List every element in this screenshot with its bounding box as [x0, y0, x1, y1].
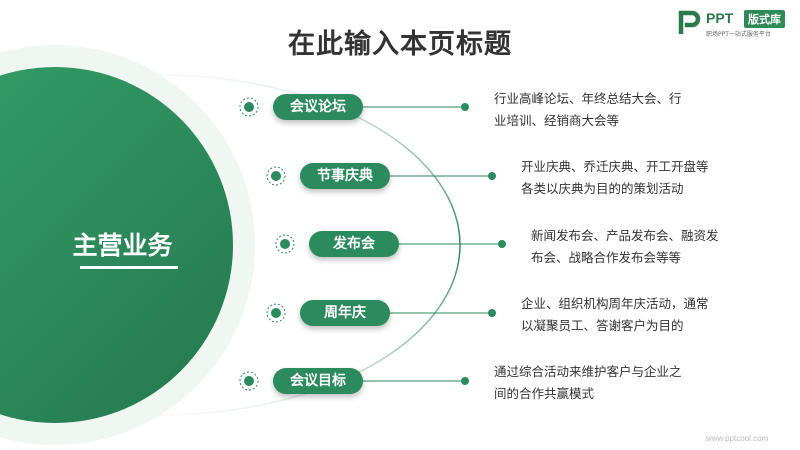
- connector-lines: [362, 103, 506, 385]
- desc-line: 业培训、经销商大会等: [494, 113, 620, 128]
- item-desc-celebration: 开业庆典、乔迁庆典、开工开盘等 各类以庆典为目的的策划活动: [521, 156, 736, 200]
- item-pill-celebration: 节事庆典: [300, 163, 390, 189]
- desc-line: 各类以庆典为目的的策划活动: [521, 181, 684, 196]
- desc-line: 行业高峰论坛、年终总结大会、行: [494, 91, 682, 106]
- watermark: www.pptcool.com: [706, 434, 769, 443]
- arc-node: [239, 371, 259, 391]
- logo-badge: 版式库: [744, 10, 785, 28]
- desc-line: 新闻发布会、产品发布会、融资发: [531, 228, 719, 243]
- item-pill-goal: 会议目标: [273, 368, 363, 394]
- logo-tagline: 职场PPT一站式服务平台: [706, 31, 771, 38]
- item-pill-anniversary: 周年庆: [300, 300, 390, 326]
- main-circle: [0, 67, 233, 423]
- desc-line: 间的合作共赢模式: [494, 386, 595, 401]
- brand-logo: PPT 版式库 职场PPT一站式服务平台: [678, 8, 796, 38]
- main-label-underline: [80, 266, 178, 269]
- item-desc-goal: 通过综合活动来维护客户与企业之 间的合作共赢模式: [494, 361, 709, 405]
- logo-brand-text: PPT: [706, 10, 734, 26]
- item-desc-anniversary: 企业、组织机构周年庆活动，通常 以凝聚员工、答谢客户为目的: [521, 293, 736, 337]
- arc-nodes: [239, 97, 295, 391]
- main-business-label: 主营业务: [72, 231, 173, 260]
- item-pill-launch: 发布会: [309, 231, 399, 257]
- arc-node: [266, 303, 286, 323]
- desc-line: 开业庆典、乔迁庆典、开工开盘等: [521, 159, 709, 174]
- desc-line: 以凝聚员工、答谢客户为目的: [521, 318, 684, 333]
- desc-line: 布会、战略合作发布会等等: [531, 250, 682, 265]
- desc-line: 企业、组织机构周年庆活动，通常: [521, 296, 709, 311]
- ppt-logo-icon: [678, 10, 701, 34]
- arc-node: [239, 97, 259, 117]
- item-desc-launch: 新闻发布会、产品发布会、融资发 布会、战略合作发布会等等: [531, 225, 746, 269]
- item-desc-forum: 行业高峰论坛、年终总结大会、行 业培训、经销商大会等: [494, 88, 709, 132]
- desc-line: 通过综合活动来维护客户与企业之: [494, 364, 682, 379]
- page-title: 在此输入本页标题: [288, 29, 512, 60]
- arc-node: [266, 166, 286, 186]
- arc-node: [275, 234, 295, 254]
- item-pill-forum: 会议论坛: [273, 94, 363, 120]
